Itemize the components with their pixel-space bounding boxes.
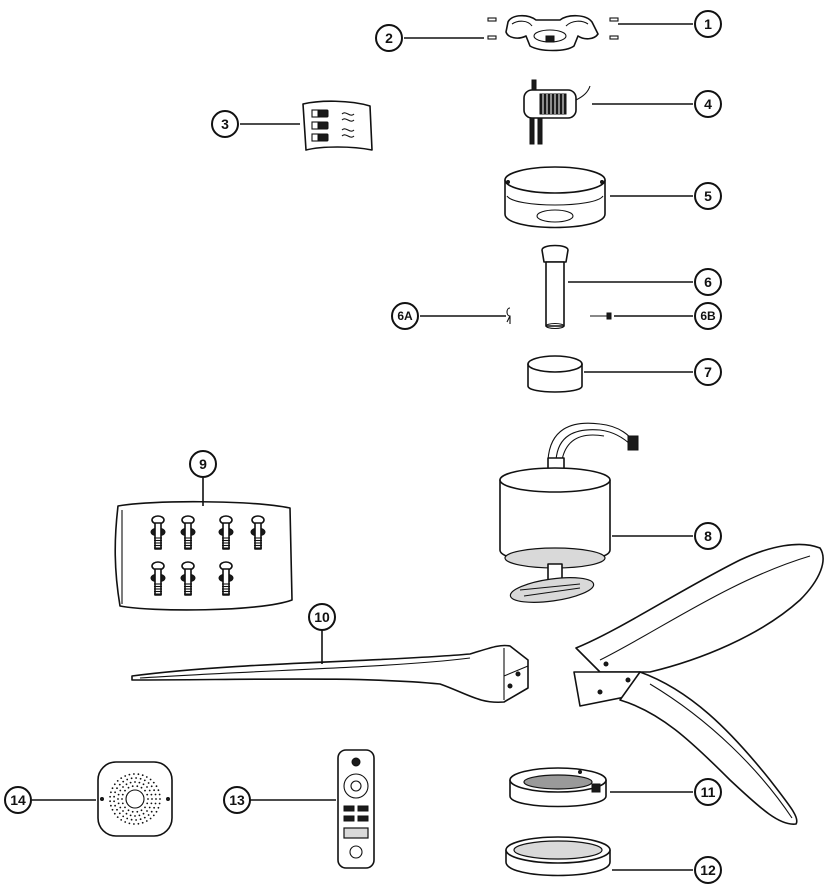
callout-11-label: 11 xyxy=(701,784,716,800)
callout-5-label: 5 xyxy=(704,188,712,204)
fan-blade xyxy=(131,644,529,704)
callout-6-label: 6 xyxy=(704,274,712,290)
callout-8-label: 8 xyxy=(704,528,712,544)
callout-2: 2 xyxy=(375,24,403,52)
callout-12: 12 xyxy=(694,856,722,884)
callout-10-label: 10 xyxy=(314,609,330,625)
callout-9: 9 xyxy=(189,450,217,478)
wire-connector-bag xyxy=(302,100,373,151)
callout-4: 4 xyxy=(694,90,722,118)
callout-3-label: 3 xyxy=(221,116,229,132)
callout-6b: 6B xyxy=(694,302,722,330)
canopy xyxy=(504,166,606,229)
blade-screw-icon xyxy=(218,515,234,550)
downrod xyxy=(541,244,569,330)
callout-7-label: 7 xyxy=(704,364,712,380)
callout-6: 6 xyxy=(694,268,722,296)
blade-screw-icon xyxy=(218,561,234,596)
blade-screw-icon xyxy=(150,561,166,596)
remote-control xyxy=(337,749,375,869)
callout-6b-label: 6B xyxy=(700,309,716,323)
fan-blades-assembled xyxy=(573,543,824,825)
callout-12-label: 12 xyxy=(700,862,716,878)
motor xyxy=(499,422,639,603)
blade-screw-icon xyxy=(150,515,166,550)
callout-8: 8 xyxy=(694,522,722,550)
pin xyxy=(590,312,612,320)
callout-14: 14 xyxy=(4,786,32,814)
wall-control-dots xyxy=(109,773,161,825)
callout-1-label: 1 xyxy=(704,16,712,32)
safety-clip xyxy=(506,307,511,324)
callout-9-label: 9 xyxy=(199,456,207,472)
callout-13-label: 13 xyxy=(229,792,245,808)
callout-14-label: 14 xyxy=(10,792,26,808)
blade-screw-icon xyxy=(180,515,196,550)
leader-lines xyxy=(32,23,693,871)
callout-5: 5 xyxy=(694,182,722,210)
callout-4-label: 4 xyxy=(704,96,712,112)
blade-screw-icon xyxy=(180,561,196,596)
receiver xyxy=(523,79,591,145)
callout-3: 3 xyxy=(211,110,239,138)
callout-13: 13 xyxy=(223,786,251,814)
callout-6a: 6A xyxy=(391,302,419,330)
bracket-screws xyxy=(487,17,619,40)
callout-10: 10 xyxy=(308,603,336,631)
callout-7: 7 xyxy=(694,358,722,386)
callout-1: 1 xyxy=(694,10,722,38)
mounting-bracket xyxy=(505,14,599,52)
callout-2-label: 2 xyxy=(385,30,393,46)
coupling-cover xyxy=(527,355,583,393)
callout-6a-label: 6A xyxy=(397,309,413,323)
blade-screws-bag xyxy=(114,500,293,611)
light-kit xyxy=(509,767,607,808)
blade-screw-icon xyxy=(250,515,266,550)
blade-screws xyxy=(150,515,266,596)
light-cover xyxy=(505,836,611,877)
wall-control xyxy=(97,761,173,837)
callout-11: 11 xyxy=(694,778,722,806)
